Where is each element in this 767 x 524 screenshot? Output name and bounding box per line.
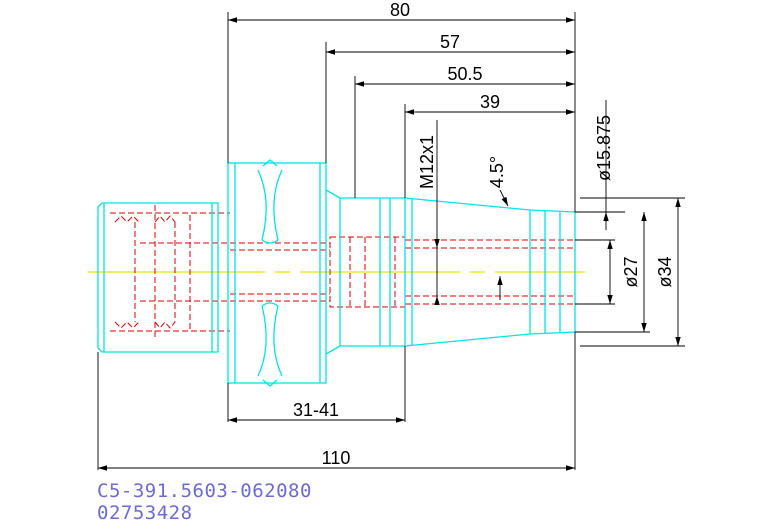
part-number: 02753428 bbox=[97, 502, 193, 524]
dim-110: 110 bbox=[322, 448, 351, 468]
hidden-lines bbox=[110, 205, 575, 340]
dim-angle: 4.5° bbox=[487, 156, 507, 188]
dim-50-5: 50.5 bbox=[447, 64, 482, 84]
dimension-lines bbox=[98, 17, 681, 471]
part-outline bbox=[97, 159, 576, 387]
dim-thread: M12x1 bbox=[417, 135, 437, 189]
dim-57: 57 bbox=[440, 32, 460, 52]
dim-line-angle bbox=[499, 189, 509, 207]
dim-dia15-875: ø15.875 bbox=[594, 115, 614, 181]
dim-31-41: 31-41 bbox=[293, 400, 339, 420]
dim-80: 80 bbox=[390, 0, 410, 20]
part-code: C5-391.5603-062080 bbox=[97, 480, 312, 502]
dim-dia34: ø34 bbox=[655, 256, 675, 287]
dim-39: 39 bbox=[480, 92, 500, 112]
extension-lines bbox=[97, 12, 685, 470]
dim-dia27: ø27 bbox=[621, 256, 641, 287]
